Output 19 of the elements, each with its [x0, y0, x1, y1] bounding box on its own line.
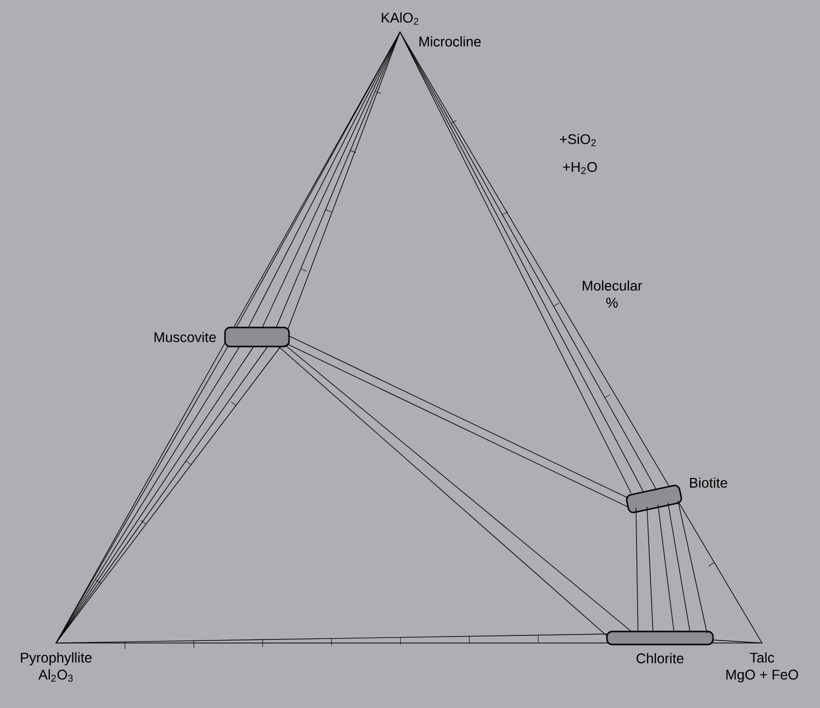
tie-line — [658, 504, 674, 632]
tie-line — [56, 634, 608, 644]
vertex-point: KAlO$_{2}$ Microcline — [382, 12, 481, 47]
tie-line — [712, 640, 762, 644]
mineral-band: Biotite — [626, 477, 728, 514]
component-label: +H$_{2}$O — [563, 162, 597, 174]
component-label: Molecular % — [582, 280, 642, 308]
mineral-band: Muscovite — [154, 326, 290, 348]
component-label: +SiO$_{2}$ — [560, 134, 596, 146]
tie-line — [646, 506, 654, 632]
node-label: Muscovite — [154, 332, 216, 342]
node-label: Chlorite — [636, 653, 684, 664]
tie-line — [678, 500, 708, 634]
vertex-point: Pyrophyllite Al$_{2}$O$_{3}$ — [20, 652, 92, 682]
tie-line — [636, 508, 638, 632]
node-label: Biotite — [690, 477, 728, 488]
vertex-point: Talc MgO + FeO — [726, 652, 798, 682]
mineral-band: Chlorite — [606, 630, 714, 664]
tie-line — [668, 502, 690, 632]
